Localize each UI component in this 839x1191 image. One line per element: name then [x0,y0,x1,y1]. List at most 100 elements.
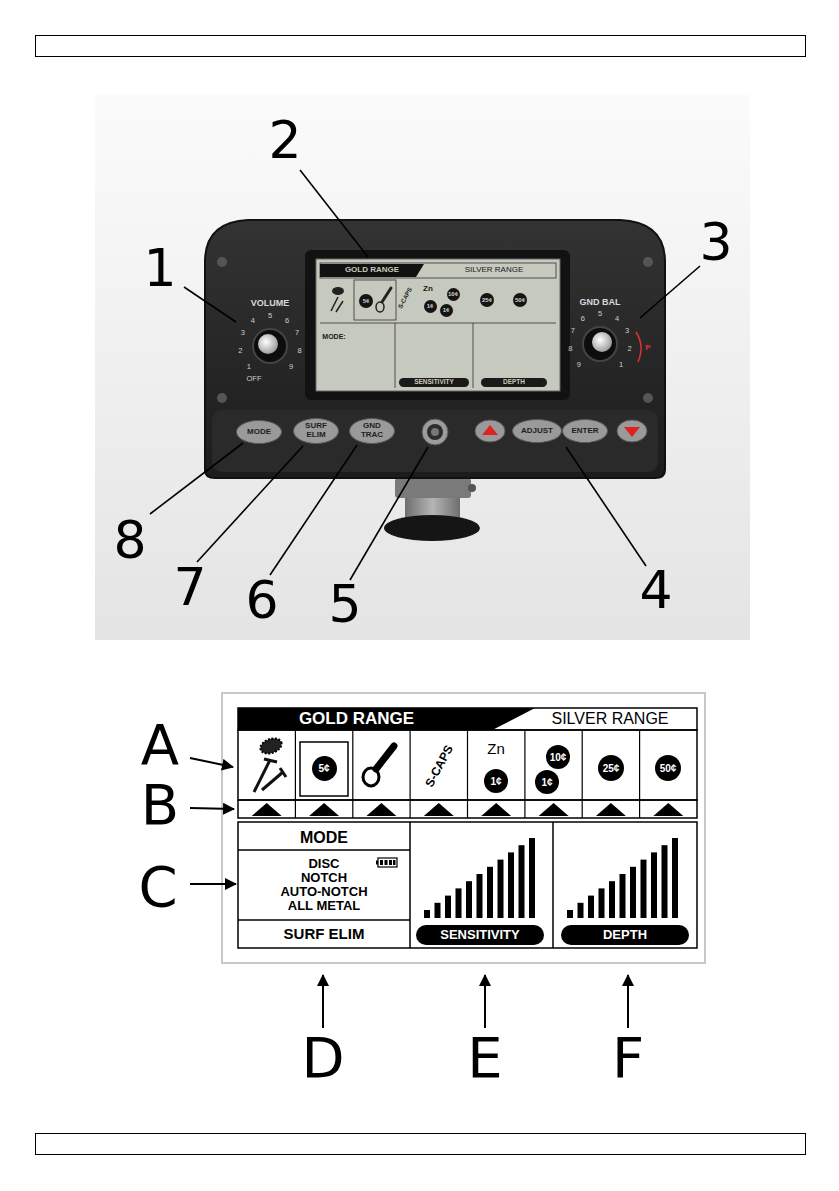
control-button: MODE [236,420,282,444]
bar-label: DEPTH [561,925,689,945]
banner-fill [238,708,535,731]
bar-label-text: DEPTH [603,928,647,942]
dial-number: 5 [598,310,602,318]
mode-option: AUTO-NOTCH [280,885,367,899]
control-button: ADJUST [512,419,562,443]
callout-number: 2 [268,114,301,166]
dial-number: OFF [247,375,262,383]
node-text-group: MODE [247,428,271,437]
coin-icon: 5¢ [312,756,337,781]
node-text-group: MODE [300,829,348,847]
callout-letter: D [301,1030,344,1086]
dial-title: GND BAL [580,298,621,307]
dial-number: 6 [285,318,289,326]
callout-number: 1 [143,242,176,294]
dial-mark: P [645,344,650,352]
control-button: GND TRAC [349,418,395,444]
coin-value: 1¢ [490,776,501,787]
coin-icon: 10¢ [546,745,570,769]
range-label: SILVER RANGE [551,711,668,727]
dial-number: 8 [568,345,572,353]
node-text-group: 5¢ [318,763,329,774]
dial-number: 8 [297,347,301,355]
node-text-group: 5¢ [363,298,370,305]
coin-icon: 1¢ [484,769,508,793]
coin-icon: 25¢ [598,755,624,781]
mode-option: DISC [280,857,367,871]
cell-text: SURF ELIM [284,926,365,943]
dial-number: 3 [625,328,629,336]
dial-number: 6 [581,316,585,324]
callout-letter: B [141,777,179,833]
node-text-group: GOLD RANGE [345,266,399,275]
node-text-group: GOLD RANGE [299,710,414,729]
dial-title: VOLUME [251,299,290,308]
callout-letter: E [467,1030,502,1086]
lcd-bar-label: SENSITIVITY [399,378,469,387]
dial-number: 1 [247,363,251,371]
callout-number: 8 [113,514,146,566]
coin-value: 1¢ [443,307,450,314]
coin-icon: 1¢ [424,300,437,313]
lcd-text: Zn [423,285,433,293]
cell-text: MODE [300,829,348,847]
node-text-group: SURF ELIM [301,422,331,440]
callout-number: 6 [245,574,278,626]
coin-icon: 1¢ [535,770,559,794]
coin-value: 5¢ [363,298,370,305]
lcd-bar-label: DEPTH [481,378,547,387]
button-label: MODE [247,428,271,437]
surf-elim-cell: SURF ELIM [241,921,407,947]
callout-number: 4 [639,564,672,616]
node-text-group: SENSITIVITY [440,928,519,942]
button-label: ADJUST [521,427,553,436]
coin-value: 50¢ [660,763,677,774]
button-label: ENTER [571,427,598,436]
node-text-group: SURF ELIM [284,926,365,943]
coin-icon: 1¢ [440,304,453,317]
bar-label-text: SENSITIVITY [440,928,519,942]
coin-icon: 5¢ [359,294,373,308]
range-banner: GOLD RANGE [238,708,535,731]
coin-icon: 25¢ [480,293,494,307]
node-text-group: 25¢ [482,297,492,304]
coin-value: 1¢ [427,303,434,310]
mode-option: NOTCH [280,871,367,885]
node-text-group: ENTER [571,427,598,436]
bar-label-text: DEPTH [503,378,525,385]
bar-label: SENSITIVITY [416,925,544,945]
lcd-text: MODE: [322,333,345,340]
callout-letter: A [141,717,179,773]
dial-number: 4 [615,316,619,324]
node-text-group: GND TRAC [357,422,387,440]
bar-label-text: SENSITIVITY [414,378,454,385]
dial-number: 2 [238,347,242,355]
banner-text: GOLD RANGE [345,266,399,275]
node-text-group: DISCNOTCHAUTO-NOTCHALL METAL [280,857,367,913]
icon-label: Zn [487,741,505,756]
mode-header-cell: MODE [241,827,407,849]
node-text-group: 1¢ [443,307,450,314]
dial-number: 3 [241,330,245,338]
button-label: GND TRAC [357,422,387,440]
node-text-group: 50¢ [660,763,677,774]
callout-number: 5 [328,578,361,630]
coin-icon: 10¢ [447,288,460,301]
node-text-group: 1¢ [490,776,501,787]
node-text-group: 1¢ [427,303,434,310]
mode-list-cell: DISCNOTCHAUTO-NOTCHALL METAL [241,852,407,918]
dial-number: 4 [251,318,255,326]
node-text-group: 1¢ [541,777,552,788]
button-label: SURF ELIM [301,422,331,440]
coin-value: 50¢ [515,297,525,304]
lcd-range-banner: GOLD RANGE [320,264,424,277]
dial-number: 7 [571,328,575,336]
coin-value: 10¢ [448,291,458,298]
coin-value: 25¢ [603,763,620,774]
coin-value: 25¢ [482,297,492,304]
node-text-group: DEPTH [603,928,647,942]
coin-value: 10¢ [550,752,567,763]
lcd-text: SILVER RANGE [465,266,524,274]
callout-number: 3 [699,216,732,268]
